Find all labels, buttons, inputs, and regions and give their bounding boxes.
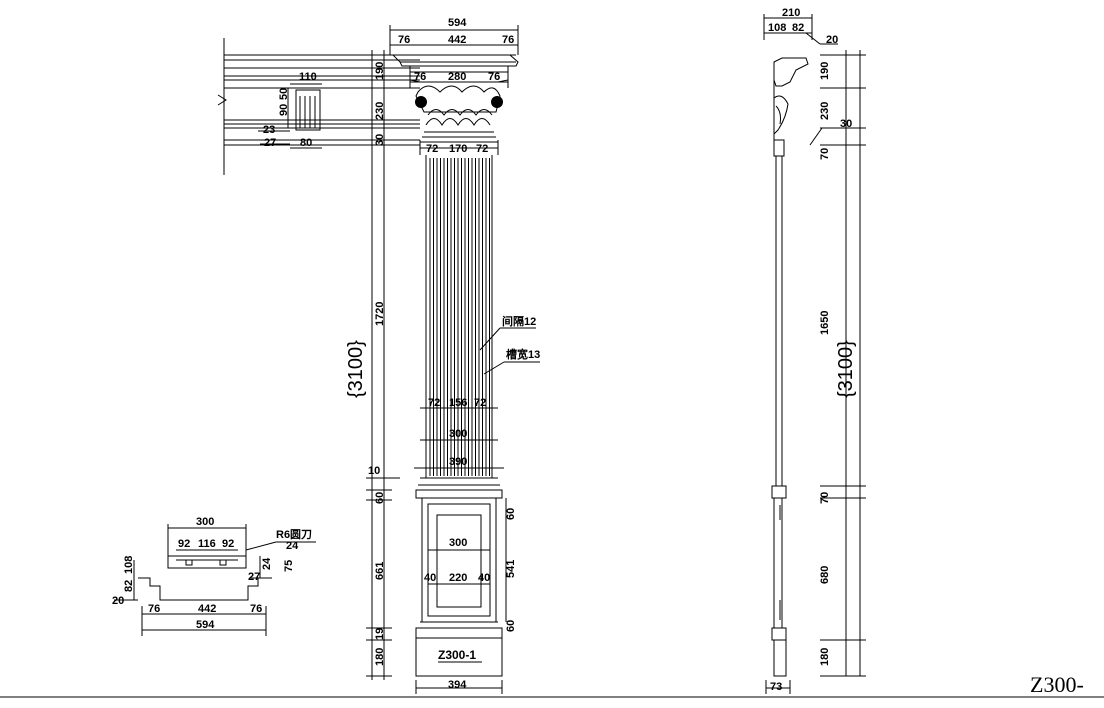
base-width-40-right: 40 [478, 572, 490, 584]
panel-height-541: 541 [505, 560, 517, 578]
flute-gap-note: 间隔12 [502, 314, 536, 328]
base-dimensions [415, 498, 507, 694]
front-height-661: 661 [374, 562, 386, 580]
entablature-width-label: 110 [299, 71, 317, 83]
shaft-bottom-width-72-left: 72 [428, 397, 440, 409]
section-bottom-width-442: 442 [198, 603, 216, 615]
section-bottom-width-76-left: 76 [148, 603, 160, 615]
base-width-40-left: 40 [424, 572, 436, 584]
sheet-title: Z300- [1030, 672, 1084, 697]
shaft-width-dimensions [414, 407, 504, 469]
front-top-width-76-left: 76 [398, 34, 410, 46]
section-right-dim-75: 75 [283, 560, 295, 572]
front-height-1720: 1720 [374, 302, 386, 326]
shaft-top-width-72-right: 72 [476, 143, 488, 155]
entablature-dim-23: 23 [263, 124, 275, 136]
capital-width-76-right: 76 [488, 71, 500, 83]
front-height-dimensions [366, 50, 400, 680]
side-height-190: 190 [819, 62, 831, 80]
front-height-19: 19 [374, 628, 386, 640]
front-height-30: 30 [374, 134, 386, 146]
section-top-width-300: 300 [196, 516, 214, 528]
side-height-680: 680 [819, 566, 831, 584]
entablature-height-label-2: 50 [278, 88, 290, 100]
front-height-190: 190 [374, 62, 386, 80]
front-height-10: 10 [368, 465, 380, 477]
flute-width-note: 槽宽13 [506, 347, 540, 361]
entablature-height-label-1: 90 [278, 104, 290, 116]
front-overall-height: {3100} [345, 340, 367, 398]
section-profile-detail [114, 524, 316, 636]
base-width-220: 220 [449, 572, 467, 584]
section-right-dim-24-a: 24 [286, 540, 299, 552]
section-overall-width-594: 594 [196, 619, 215, 631]
section-groove-width-92-right: 92 [222, 538, 234, 550]
front-top-width-76-right: 76 [502, 34, 514, 46]
side-height-1650: 1650 [819, 311, 831, 335]
shaft-bottom-width-156: 156 [449, 397, 467, 409]
shaft-top-width-72-left: 72 [426, 143, 438, 155]
front-top-width-442: 442 [448, 34, 466, 46]
front-height-230: 230 [374, 102, 386, 120]
side-top-width-108: 108 [768, 22, 786, 34]
shaft-width-300: 300 [449, 428, 467, 440]
capital-width-76-left: 76 [414, 71, 426, 83]
side-column-elevation [771, 57, 809, 677]
flute-notes [479, 327, 540, 375]
side-height-70-top: 70 [819, 148, 831, 160]
base-width-300: 300 [449, 537, 467, 549]
section-right-dim-24-b: 24 [261, 557, 273, 570]
section-router-note: R6圆刀 [276, 528, 312, 541]
front-height-60: 60 [374, 492, 386, 504]
side-top-width-210: 210 [782, 7, 800, 19]
front-top-dimensions [389, 25, 519, 155]
side-overall-height: {3100} [835, 340, 857, 398]
side-top-width-20: 20 [826, 34, 838, 46]
side-base-width-73: 73 [770, 681, 782, 693]
front-height-180: 180 [374, 648, 386, 666]
section-groove-width-116: 116 [198, 538, 216, 550]
shaft-width-390: 390 [449, 456, 467, 468]
section-bottom-width-76-right: 76 [250, 603, 262, 615]
side-height-70-bottom: 70 [819, 492, 831, 504]
shaft-top-width-170: 170 [449, 143, 467, 155]
side-note-30: 30 [840, 118, 852, 130]
shaft-bottom-width-72-right: 72 [474, 397, 486, 409]
side-top-width-82: 82 [792, 22, 804, 34]
side-height-230: 230 [819, 102, 831, 120]
section-left-dim-108: 108 [123, 556, 135, 574]
section-left-dim-20: 20 [112, 595, 124, 607]
column-code-label: Z300-1 [438, 648, 476, 662]
section-groove-width-92-left: 92 [178, 538, 190, 550]
panel-height-60-top: 60 [505, 508, 517, 520]
panel-height-60-bottom: 60 [505, 620, 517, 632]
front-column-elevation [391, 54, 519, 677]
front-top-width-594: 594 [448, 17, 467, 29]
capital-width-280: 280 [448, 71, 466, 83]
section-right-dim-27: 27 [248, 571, 260, 583]
entablature-dim-80: 80 [300, 137, 312, 149]
shaft-flutes [429, 158, 490, 476]
entablature-dim-27: 27 [264, 137, 276, 149]
side-dimensions [763, 14, 866, 694]
base-bottom-width-394: 394 [448, 679, 467, 691]
side-height-180: 180 [819, 648, 831, 666]
entablature-elevation [217, 38, 420, 175]
section-left-dim-82: 82 [123, 580, 135, 592]
